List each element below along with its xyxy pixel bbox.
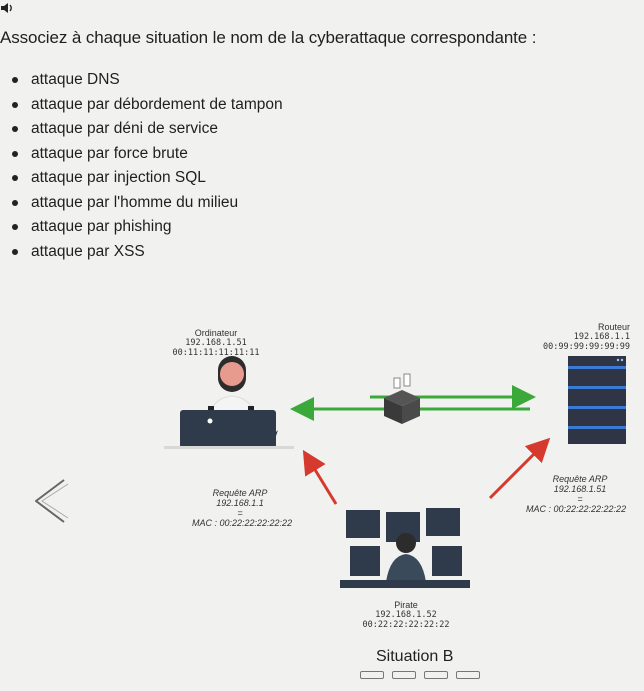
arp-request-left-mac: MAC : 00:22:22:22:22:22 [192,518,293,528]
computer-user-illustration [164,356,294,449]
bullet-icon [12,175,18,181]
chevron-left-icon[interactable] [30,476,70,531]
arp-request-left-label: Requête ARP 192.168.1.1 = [212,488,268,518]
diagram-graphics [164,356,626,588]
bullet-icon [12,248,18,255]
computer-label: Ordinateur 192.168.1.51 00:11:11:11:11:1… [172,328,260,358]
packet-illustration [384,373,420,424]
option-item[interactable]: attaque par phishing [12,217,283,242]
bullet-icon [12,150,18,157]
bullet-icon [12,199,18,206]
bullet-icon [12,101,18,108]
pagination [360,671,480,679]
page-indicator[interactable] [360,671,384,679]
option-item[interactable]: attaque par force brute [12,144,283,169]
mitm-diagram: Ordinateur 192.168.1.51 00:11:11:11:11:1… [150,318,644,648]
option-item[interactable]: attaque DNS [12,70,283,95]
page-indicator[interactable] [456,671,480,679]
situation-caption: Situation B [376,648,454,665]
router-rack-illustration [568,356,626,444]
option-item[interactable]: attaque par XSS [12,242,283,267]
option-item[interactable]: attaque par injection SQL [12,168,283,193]
speaker-icon[interactable] [0,2,14,17]
option-item[interactable]: attaque par l'homme du milieu [12,193,283,218]
page-indicator[interactable] [392,671,416,679]
arp-request-right-mac: MAC : 00:22:22:22:22:22 [526,504,627,514]
arp-arrow-right [488,437,551,500]
option-item[interactable]: attaque par débordement de tampon [12,95,283,120]
arp-arrow-left [302,449,338,505]
bullet-icon [12,224,18,230]
question-text: Associez à chaque situation le nom de la… [0,28,537,47]
option-item[interactable]: attaque par déni de service [12,119,283,144]
arp-request-right-label: Requête ARP 192.168.1.51 = [552,474,608,504]
answer-options: attaque DNS attaque par débordement de t… [12,70,283,266]
pirate-label: Pirate 192.168.1.52 00:22:22:22:22:22 [362,600,450,630]
pirate-illustration [340,508,470,588]
bullet-icon [12,77,18,83]
page-indicator[interactable] [424,671,448,679]
bullet-icon [12,126,18,132]
router-label: Routeur 192.168.1.1 00:99:99:99:99:99 [543,322,630,352]
